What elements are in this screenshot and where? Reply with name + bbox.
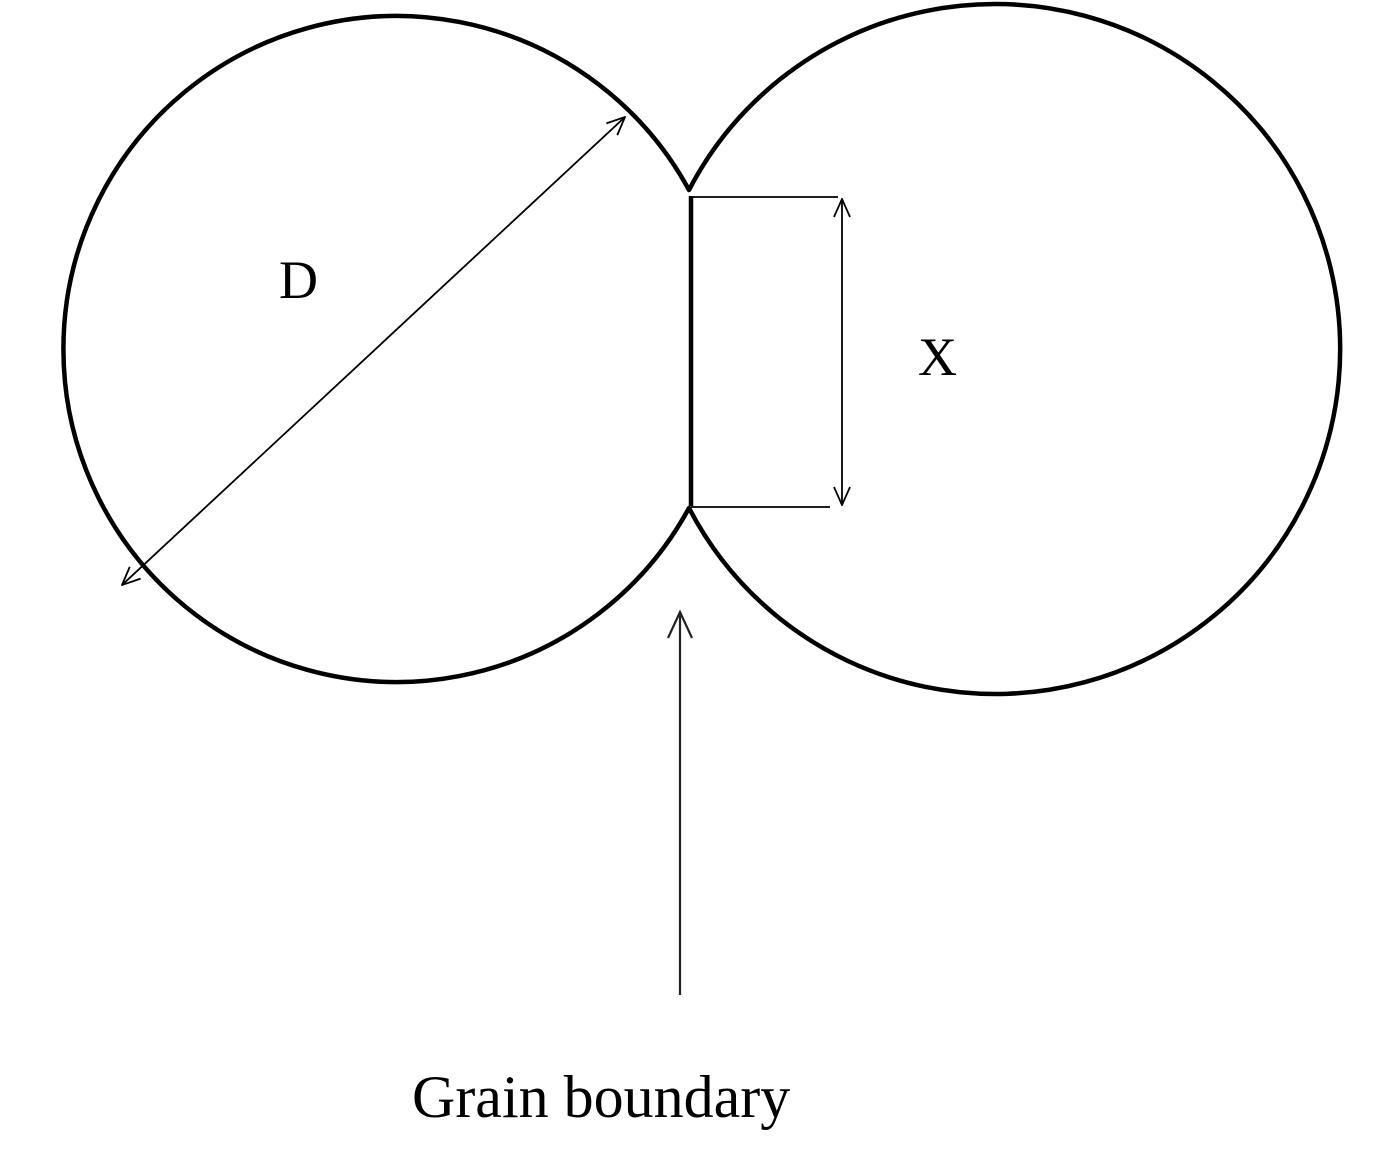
grain-boundary-caption: Grain boundary bbox=[412, 1064, 790, 1130]
diameter-label: D bbox=[279, 250, 318, 310]
grain-outline bbox=[61, 1, 1343, 697]
neck-width-label: X bbox=[918, 327, 957, 387]
diameter-arrow bbox=[122, 117, 625, 585]
